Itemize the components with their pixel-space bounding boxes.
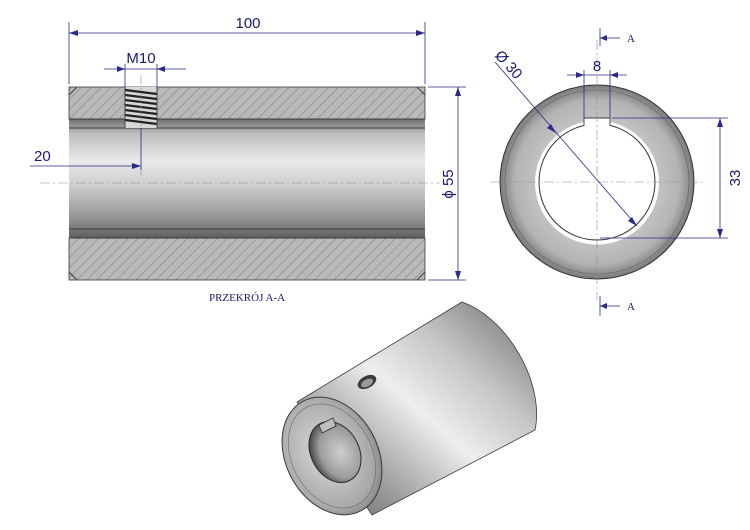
dimension-key-width: 8 [567,58,627,118]
section-marker-bottom-label: A [627,301,635,313]
section-caption: PRZEKRÓJ A-A [209,292,285,304]
end-view: A A [490,28,705,316]
bore-surface [69,119,425,238]
threaded-hole [124,75,158,175]
dimension-length: 100 [68,15,426,84]
dimension-outer-diameter: ϕ 55 [428,86,466,281]
section-marker-bottom: A [599,296,635,316]
top-wall-hatched [68,86,426,120]
dimension-thread-label: M10 [126,50,155,67]
dimension-key-depth: 33 [600,117,744,239]
bottom-wall-hatched [68,237,426,281]
dimension-offset-label: 20 [34,148,51,165]
dimension-thread: M10 [104,50,186,87]
dimension-key-width-label: 8 [593,58,601,75]
section-marker-top: A [599,28,635,46]
isometric-view [281,301,537,516]
section-view [40,75,440,281]
dimension-key-depth-label: 33 [727,170,744,187]
dimension-offset: 20 [30,128,142,170]
iso-bore-hole [308,421,362,483]
dimension-bore-diameter-label: Ø 30 [491,47,525,83]
section-marker-top-label: A [627,33,635,45]
iso-threaded-hole [357,374,377,390]
dimension-length-label: 100 [235,15,260,32]
dimension-outer-diameter-label: ϕ 55 [440,169,457,198]
